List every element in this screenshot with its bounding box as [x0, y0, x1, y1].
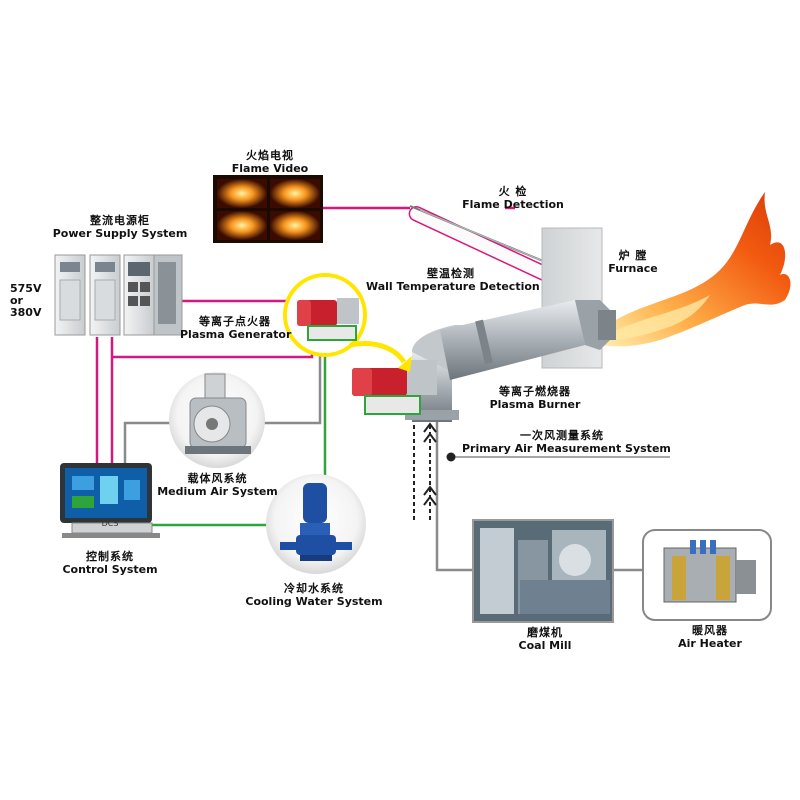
control-system-label: 控制系统 Control System: [55, 550, 165, 576]
dcs-screen-text: DCS: [101, 519, 119, 528]
coal-mill-cn: 磨煤机: [527, 626, 563, 639]
flame-video-en: Flame Video: [231, 161, 309, 175]
voltage-line-1: 575V: [10, 282, 42, 295]
control-system-en: Control System: [62, 562, 158, 576]
air-heater-en: Air Heater: [678, 636, 742, 650]
primary-air-label: 一次风测量系统 Primary Air Measurement System: [462, 429, 671, 455]
primary-air-en: Primary Air Measurement System: [462, 441, 671, 455]
cooling-water-pump: [266, 474, 366, 574]
cooling-water-en: Cooling Water System: [245, 594, 383, 608]
voltage-line-3: 380V: [10, 306, 42, 319]
furnace-cn: 炉 膛: [618, 249, 648, 262]
coal-mill-label: 磨煤机 Coal Mill: [500, 626, 590, 652]
medium-air-cn: 载体风系统: [187, 472, 248, 485]
flame-video-label: 火焰电视 Flame Video: [220, 149, 320, 175]
flame: [600, 192, 791, 347]
wall-temp-en: Wall Temperature Detection: [366, 279, 540, 293]
air-heater-photo: [642, 529, 772, 621]
wall-temp-label: 壁温检测 Wall Temperature Detection: [366, 267, 540, 293]
power-supply-en: Power Supply System: [52, 226, 188, 240]
coal-mill-en: Coal Mill: [518, 638, 572, 652]
control-system-cn: 控制系统: [86, 550, 134, 563]
plasma-generator-cn: 等离子点火器: [199, 315, 271, 328]
medium-air-label: 载体风系统 Medium Air System: [155, 472, 280, 498]
power-supply-cabinets: [54, 254, 183, 336]
flame-video-panel: [213, 175, 323, 243]
air-heater-label: 暖风器 Air Heater: [660, 624, 760, 650]
plasma-generator-callout: [283, 273, 412, 372]
plasma-burner-label: 等离子燃烧器 Plasma Burner: [485, 385, 585, 411]
cooling-water-label: 冷却水系统 Cooling Water System: [244, 582, 384, 608]
air-heater-cn: 暖风器: [692, 624, 728, 637]
medium-air-en: Medium Air System: [157, 484, 278, 498]
furnace-label: 炉 膛 Furnace: [603, 249, 663, 275]
plasma-burner-cn: 等离子燃烧器: [499, 385, 571, 398]
plasma-generator-en: Plasma Generator: [180, 327, 292, 341]
voltage-line-2: or: [10, 294, 23, 307]
plasma-burner-en: Plasma Burner: [489, 397, 581, 411]
primary-air-arrows: [413, 422, 456, 520]
line-control-to-generator-magenta: [112, 350, 314, 359]
medium-air-fan: [169, 372, 265, 468]
voltage-label: 575V or 380V: [10, 283, 41, 319]
line-coal-mill-feed: [435, 420, 475, 572]
power-supply-cn: 整流电源柜: [90, 214, 150, 227]
cooling-water-cn: 冷却水系统: [284, 582, 344, 595]
primary-air-cn: 一次风测量系统: [520, 429, 604, 442]
furnace-en: Furnace: [608, 261, 658, 275]
flame-detection-en: Flame Detection: [462, 197, 564, 211]
flame-detection-label: 火 检 Flame Detection: [448, 185, 578, 211]
flame-detection-cn: 火 检: [498, 185, 528, 198]
control-system-monitor: [60, 463, 160, 538]
power-supply-label: 整流电源柜 Power Supply System: [50, 214, 190, 240]
plasma-generator-label: 等离子点火器 Plasma Generator: [180, 315, 292, 341]
plasma-generator-unit: [352, 360, 437, 415]
coal-mill-photo: [472, 519, 614, 623]
wall-temp-cn: 壁温检测: [427, 267, 475, 280]
flame-video-cn: 火焰电视: [246, 149, 294, 162]
